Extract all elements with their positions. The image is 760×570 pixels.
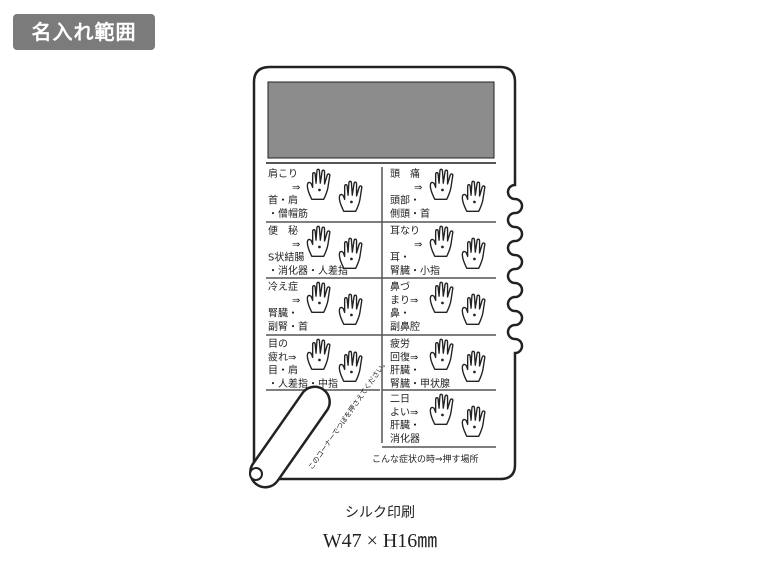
cell-text-line: 頭 痛: [390, 167, 420, 180]
cell-text-line: 肝臓・: [390, 420, 420, 432]
symptom-cell: 便 秘 ⇒S状結腸・消化器・人差指: [268, 224, 363, 277]
cell-text-line: ・僧帽筋: [268, 207, 308, 220]
cell-text-line: ⇒: [292, 239, 300, 250]
cell-text-line: 腎臓・: [268, 308, 298, 320]
cell-text-line: 首・肩: [268, 194, 298, 207]
cell-text-line: 回復⇒: [390, 350, 418, 363]
cell-text-line: 鼻づ: [390, 280, 410, 293]
cell-text-line: ⇒: [414, 182, 422, 193]
symptom-cell: 肩こり ⇒首・肩・僧帽筋: [268, 167, 363, 220]
pressing-corner: [249, 385, 331, 489]
cell-text-line: ⇒: [292, 295, 300, 306]
cell-text-line: 肩こり: [268, 167, 298, 180]
cell-text-line: ・消化器・人差指: [268, 264, 348, 277]
cell-text-line: 耳・: [390, 252, 410, 264]
cell-text-line: ・人差指・中指: [268, 377, 338, 390]
cell-text-line: 冷え症: [268, 280, 298, 293]
cell-text-line: 目・肩: [268, 364, 298, 377]
cell-text-line: ⇒: [414, 239, 422, 250]
cell-text-line: ⇒: [292, 182, 300, 193]
cell-text-line: 疲労: [390, 337, 410, 350]
cell-text-line: 耳なり: [390, 225, 420, 237]
cell-text-line: まり⇒: [390, 294, 418, 306]
cell-text-line: 腎臓・小指: [390, 264, 440, 277]
cell-text-line: 消化器: [390, 432, 420, 445]
strap-hole: [249, 467, 263, 481]
print-method: シルク印刷: [345, 505, 415, 521]
cell-text-line: よい⇒: [390, 406, 418, 418]
cell-text-line: 副鼻腔: [390, 320, 420, 333]
cell-text-line: S状結腸: [268, 251, 304, 264]
cell-text-line: 腎臓・甲状腺: [390, 377, 450, 390]
cell-text-line: 頭部・: [390, 194, 420, 207]
card-footer: こんな症状の時⇒押す場所: [372, 453, 479, 465]
print-area: [267, 81, 495, 159]
cell-text-line: 目の: [268, 339, 288, 350]
print-size: W47 × H16㎜: [322, 530, 438, 552]
grid-lines: [266, 167, 496, 443]
symptom-cell: 耳なり ⇒ 耳・腎臓・小指: [390, 225, 486, 277]
cell-text-line: 疲れ⇒: [268, 350, 296, 363]
cell-text-line: 鼻・: [390, 307, 410, 320]
cell-text-line: 副腎・首: [268, 320, 308, 333]
cell-text-line: 便 秘: [268, 224, 298, 237]
card-outline: [252, 65, 524, 481]
symptom-cell: 冷え症 ⇒ 腎臓・副腎・首: [268, 280, 363, 333]
imprint-area-badge: 名入れ範囲: [13, 14, 155, 50]
symptom-cell: 頭 痛 ⇒頭部・側頭・首: [390, 167, 486, 220]
cell-text-line: 側頭・首: [390, 207, 430, 220]
cell-text-line: 二日: [390, 394, 410, 405]
cell-text-line: 肝臓・: [390, 365, 420, 377]
